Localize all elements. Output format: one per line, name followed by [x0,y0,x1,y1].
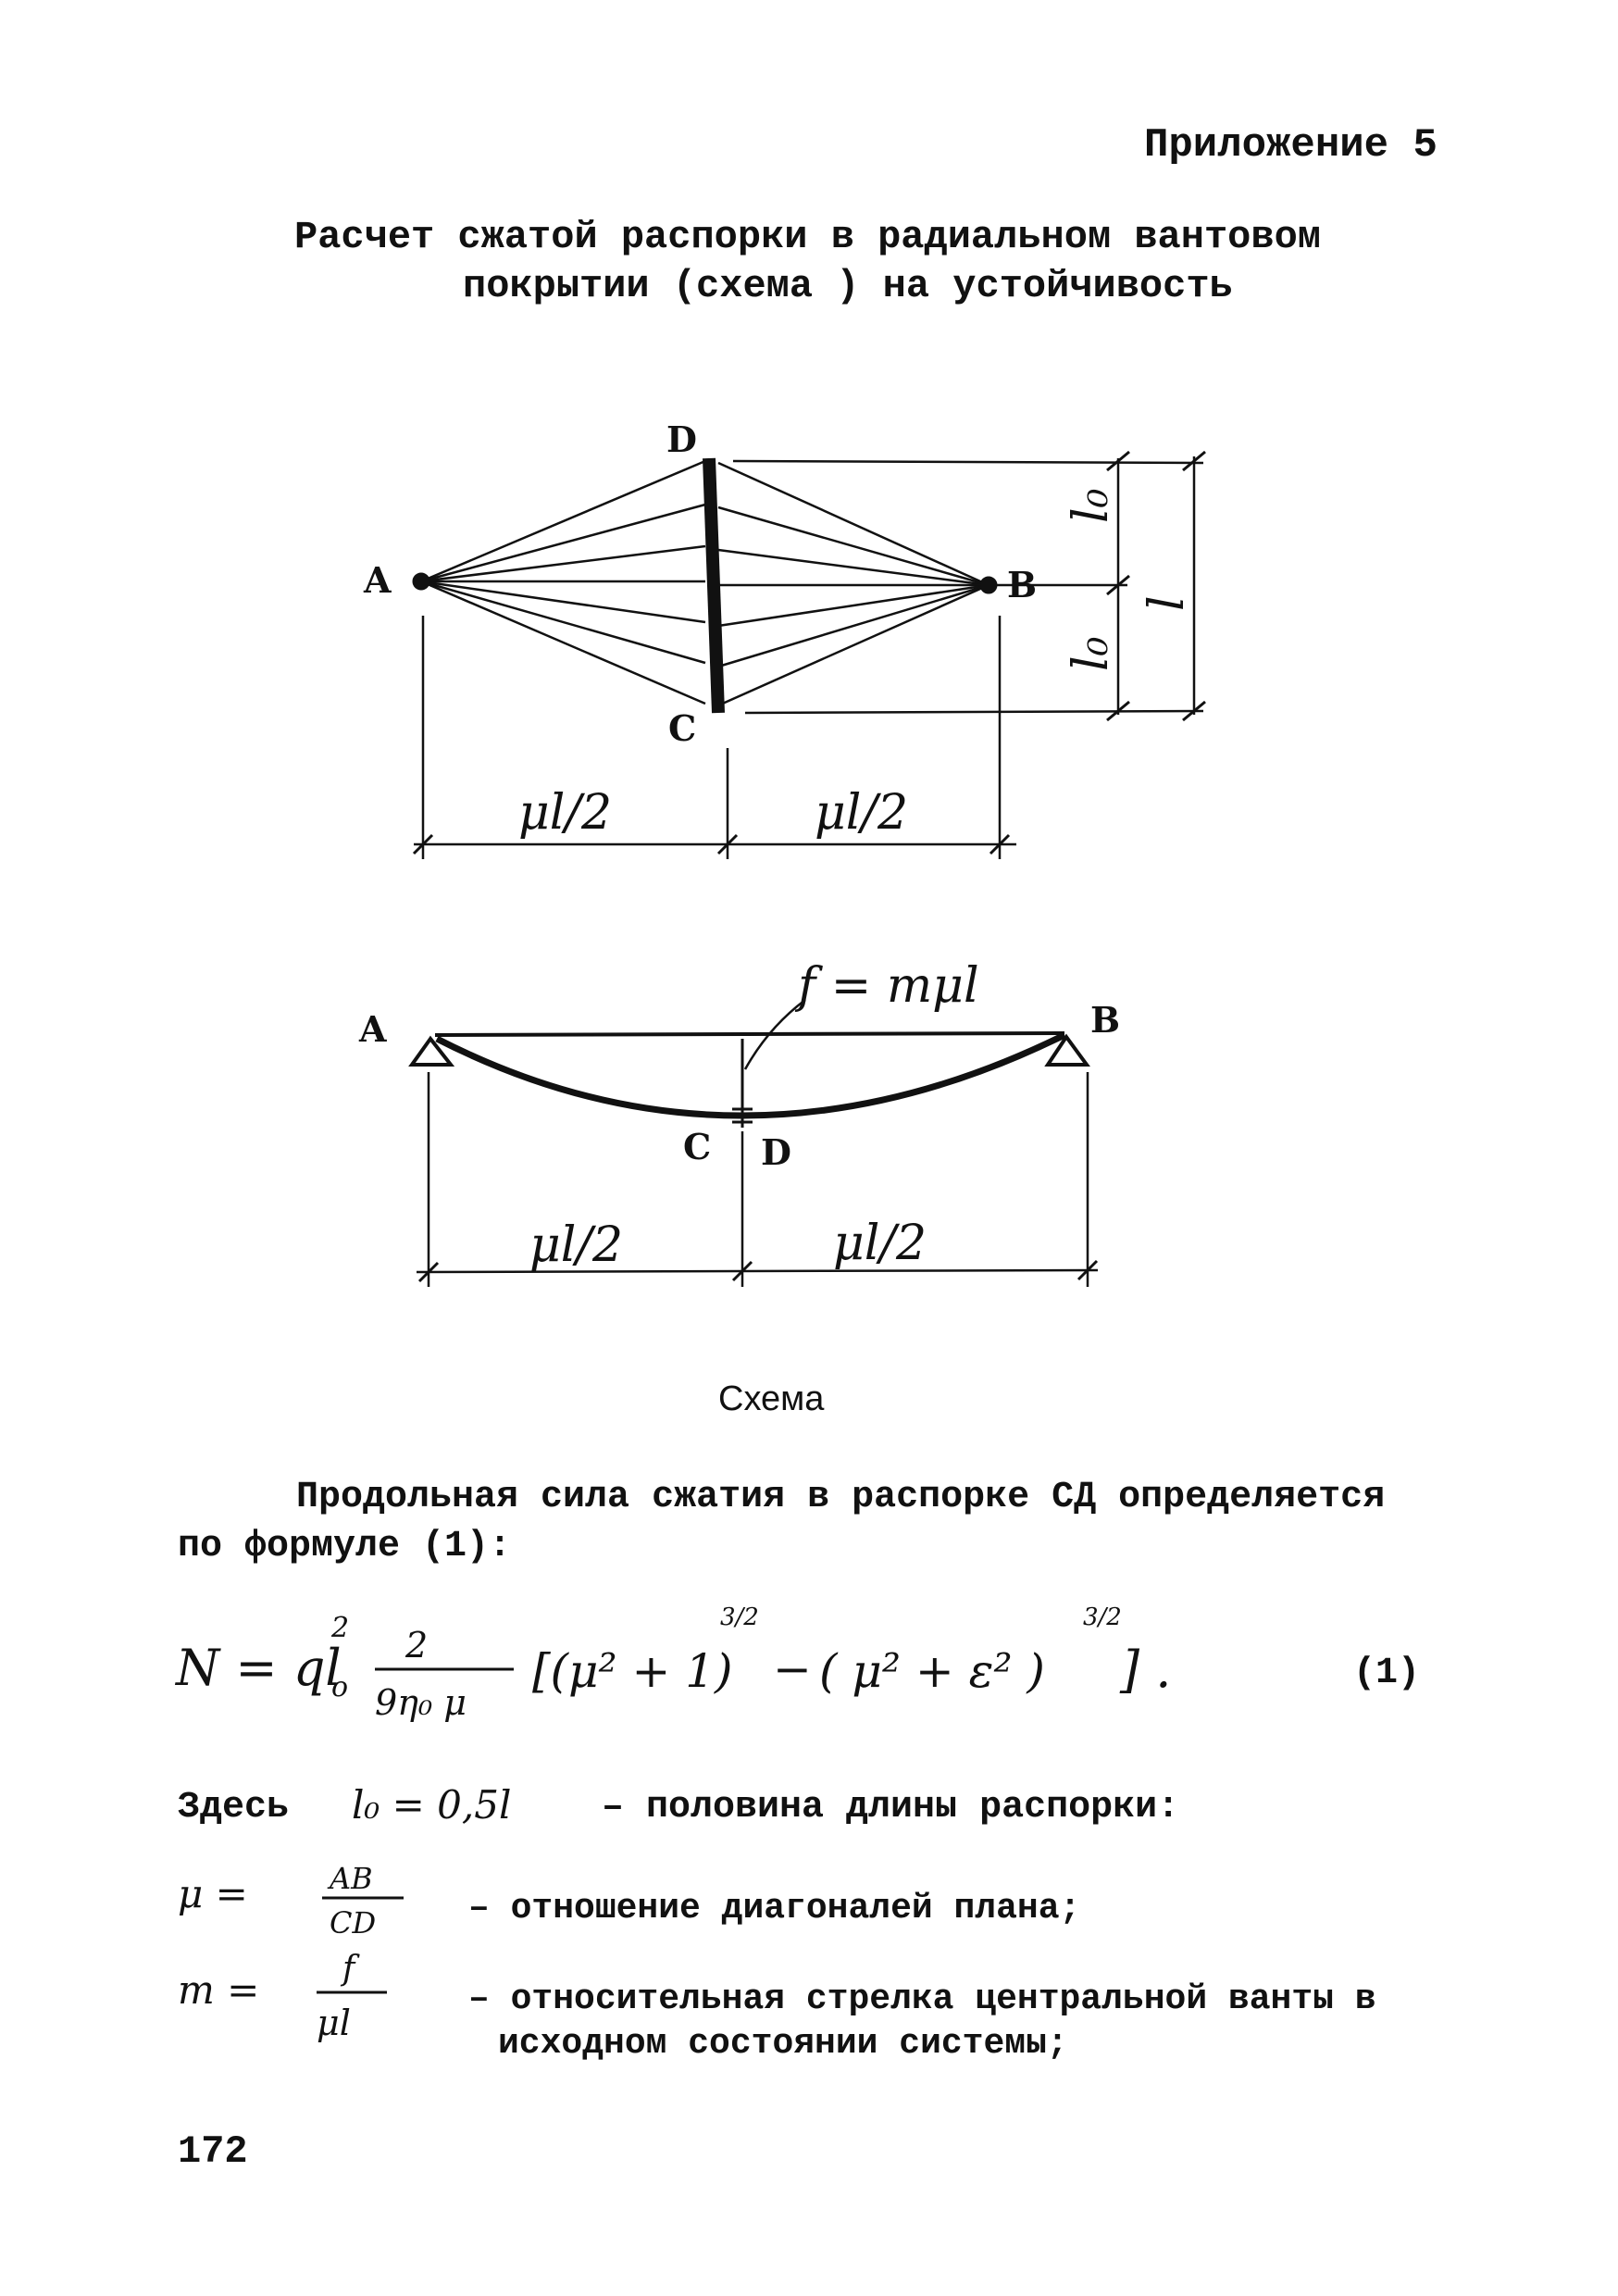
dim-bottom-left: μl/2 [529,1217,623,1273]
paragraph-line-2: по формуле (1): [178,1526,512,1567]
support-b [1044,1033,1090,1067]
dim-top-l0-lower: l₀ [1064,636,1119,671]
label-top-b: B [1007,564,1037,605]
cables-right [717,461,989,707]
eq-bracket1: [(μ² + 1) [532,1644,733,1698]
definition-m: m = f μl [178,1950,387,2043]
dim-top-l: l [1139,595,1195,611]
m-numerator: f [340,1950,360,1988]
dim-top-left: μl/2 [518,785,612,841]
title-line-2: покрытии (схема ) на устойчивость [463,264,1233,308]
figure-caption: Схема [718,1379,825,1418]
strut-cd [703,457,725,714]
here-label: Здесь [178,1787,290,1828]
label-bottom-c: C [683,1126,711,1167]
appendix-label: Приложение 5 [1144,122,1438,168]
eq-frac-num: 2 [404,1625,428,1666]
label-top-d: D [666,418,697,460]
dim-top-l0-upper: l₀ [1064,488,1119,523]
sag-label: f = mμl [794,958,979,1014]
title-line-1: Расчет сжатой распорки в радиальном вант… [294,215,1321,259]
eq-sub0: o [331,1671,348,1703]
mu-description: – отношение диагоналей плана; [468,1889,1081,1928]
m-description-line-1: – относительная стрелка центральной вант… [468,1979,1376,2019]
eq-lhs: N = ql [174,1639,342,1697]
section-diagram [408,999,1099,1287]
label-top-c: C [668,707,696,749]
equation-1: N = ql 2 o 2 9η₀ μ [(μ² + 1) 3/2 − ( μ² … [174,1603,1171,1723]
label-top-a: A [363,559,392,601]
support-a [408,1035,455,1067]
node-b [979,576,998,594]
eq-minus: − [773,1642,812,1696]
sagging-cable [435,1031,1066,1119]
equation-number: (1) [1353,1653,1421,1694]
eq-exp32a: 3/2 [720,1603,759,1631]
eq-close: ] . [1119,1641,1171,1699]
cables-left [420,459,706,705]
eq-exp32b: 3/2 [1083,1603,1122,1631]
dim-top-right: μl/2 [815,785,908,841]
plan-diagram [412,450,1206,859]
mu-denominator: CD [330,1905,376,1940]
label-bottom-d: D [761,1131,791,1173]
m-symbol: m = [178,1967,259,2013]
mu-numerator: AB [327,1861,373,1896]
m-description-line-2: исходном состоянии системы; [498,2024,1068,2064]
eq-exp2: 2 [330,1612,349,1644]
paragraph-line-1: Продольная сила сжатия в распорке СД опр… [296,1477,1386,1518]
dim-bottom-right: μl/2 [833,1216,927,1271]
label-bottom-a: A [358,1008,387,1050]
definition-mu: μ = AB CD [178,1861,404,1940]
eq-bracket2: ( μ² + ε² ) [819,1644,1045,1698]
here-value: l₀ = 0,5l [352,1782,512,1828]
node-a [412,572,430,591]
m-denominator: μl [317,2003,351,2043]
mu-symbol: μ = [178,1871,248,1916]
here-description: – половина длины распорки: [602,1787,1180,1828]
page-number: 172 [178,2129,248,2174]
label-bottom-b: B [1090,999,1120,1041]
eq-frac-den: 9η₀ μ [375,1682,467,1723]
